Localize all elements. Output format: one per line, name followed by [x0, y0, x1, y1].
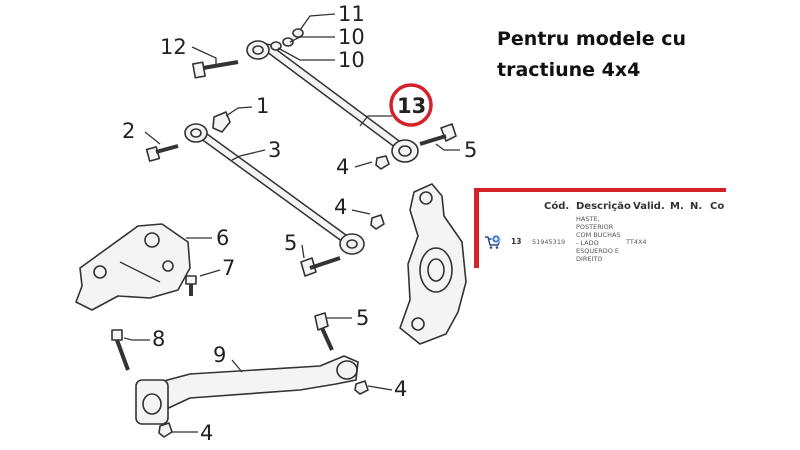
bolt-part-7	[185, 275, 197, 296]
upper-link-part-13	[246, 40, 419, 163]
header-code: Cód.	[544, 201, 570, 212]
callout-5-b: 5	[284, 231, 297, 255]
row-description: HASTE, POSTERIOR COM BUCHAS - LADO ESQUE…	[576, 215, 621, 263]
highlight-circle	[389, 83, 433, 127]
caption-line-1: Pentru modele cu	[497, 28, 687, 50]
callout-4-a: 4	[336, 155, 349, 179]
panel-left-border	[474, 188, 479, 268]
callout-1: 1	[256, 94, 269, 118]
parts-table-panel: Cód. Descrição Valid. M. N. Co 13 519453…	[474, 188, 726, 268]
bolt-part-2	[145, 144, 179, 162]
bracket-part-1	[212, 111, 231, 133]
header-m: M.	[670, 201, 684, 212]
mount-bracket-part-6	[75, 223, 191, 311]
callout-12: 12	[160, 35, 187, 59]
callout-3: 3	[268, 138, 281, 162]
leader-lines	[123, 13, 460, 433]
nut-part-11	[292, 28, 304, 38]
nut-part-4-c	[354, 380, 369, 395]
callout-4-d: 4	[200, 421, 213, 445]
callout-8: 8	[152, 327, 165, 351]
callout-5-c: 5	[356, 306, 369, 330]
header-n: N.	[690, 201, 703, 212]
washers-part-10	[270, 37, 294, 51]
header-validity: Valid.	[633, 201, 665, 212]
callout-10-a: 10	[338, 25, 365, 49]
bolt-part-5-middle	[300, 256, 341, 277]
callout-10-b: 10	[338, 48, 365, 72]
nut-part-4-a	[375, 155, 390, 170]
model-caption: Pentru modele cu tractiune 4x4	[497, 24, 686, 86]
add-to-cart-icon[interactable]	[484, 234, 502, 250]
header-description: Descrição	[576, 201, 631, 212]
callout-11: 11	[338, 2, 365, 26]
callout-4-b: 4	[334, 195, 347, 219]
bolt-part-5-lower	[314, 312, 334, 351]
callout-2: 2	[122, 119, 135, 143]
nut-part-4-b	[370, 214, 385, 230]
middle-link-part-3	[184, 123, 365, 255]
callout-6: 6	[216, 226, 229, 250]
bolt-part-12	[192, 60, 239, 79]
callout-4-c: 4	[394, 377, 407, 401]
caption-line-2: tractiune 4x4	[497, 59, 641, 81]
header-co: Co	[710, 201, 725, 212]
bolt-part-5-upper	[419, 123, 457, 146]
row-ref: 13	[511, 237, 522, 246]
callout-5-a: 5	[464, 138, 477, 162]
nut-part-4-d	[158, 422, 173, 438]
panel-top-border	[474, 188, 726, 192]
wheel-knuckle	[399, 183, 467, 345]
callout-9: 9	[213, 343, 226, 367]
lower-arm-part-9	[135, 355, 359, 425]
callout-13: 13	[397, 94, 426, 118]
callout-7: 7	[222, 256, 235, 280]
row-code: 51945319	[532, 238, 566, 246]
row-validity: TT4X4	[626, 238, 647, 246]
bolt-part-8	[111, 329, 130, 371]
